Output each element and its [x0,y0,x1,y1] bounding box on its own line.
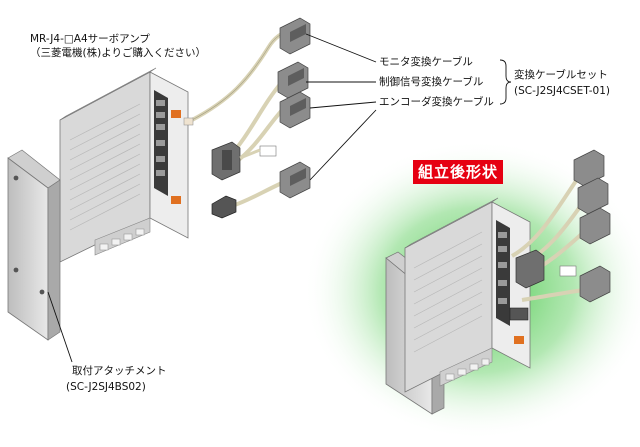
leader-lines [47,33,512,363]
cable-set-code: (SC-J2SJ4CSET-01) [514,85,611,97]
amp-label-line2: （三菱電機(株)よりご購入ください） [30,47,206,59]
cable-set-label: 変換ケーブルセット [514,69,608,81]
assembled-badge: 組立後形状 [413,160,503,184]
mounting-attachment [7,149,61,341]
attachment-code: (SC-J2SJ4BS02) [66,381,146,393]
servo-amplifier-assembled [385,149,611,415]
cable-encoder-label: エンコーダ変換ケーブル [379,96,494,108]
cable-monitor-label: モニタ変換ケーブル [379,56,473,68]
conversion-cables-exploded [183,17,311,219]
attachment-label: 取付アタッチメント [72,365,167,377]
cable-control-label: 制御信号変換ケーブル [379,76,484,88]
amp-label-line1: MR-J4-□A4サーボアンプ [30,33,150,45]
servo-amplifier-exploded [59,67,189,263]
